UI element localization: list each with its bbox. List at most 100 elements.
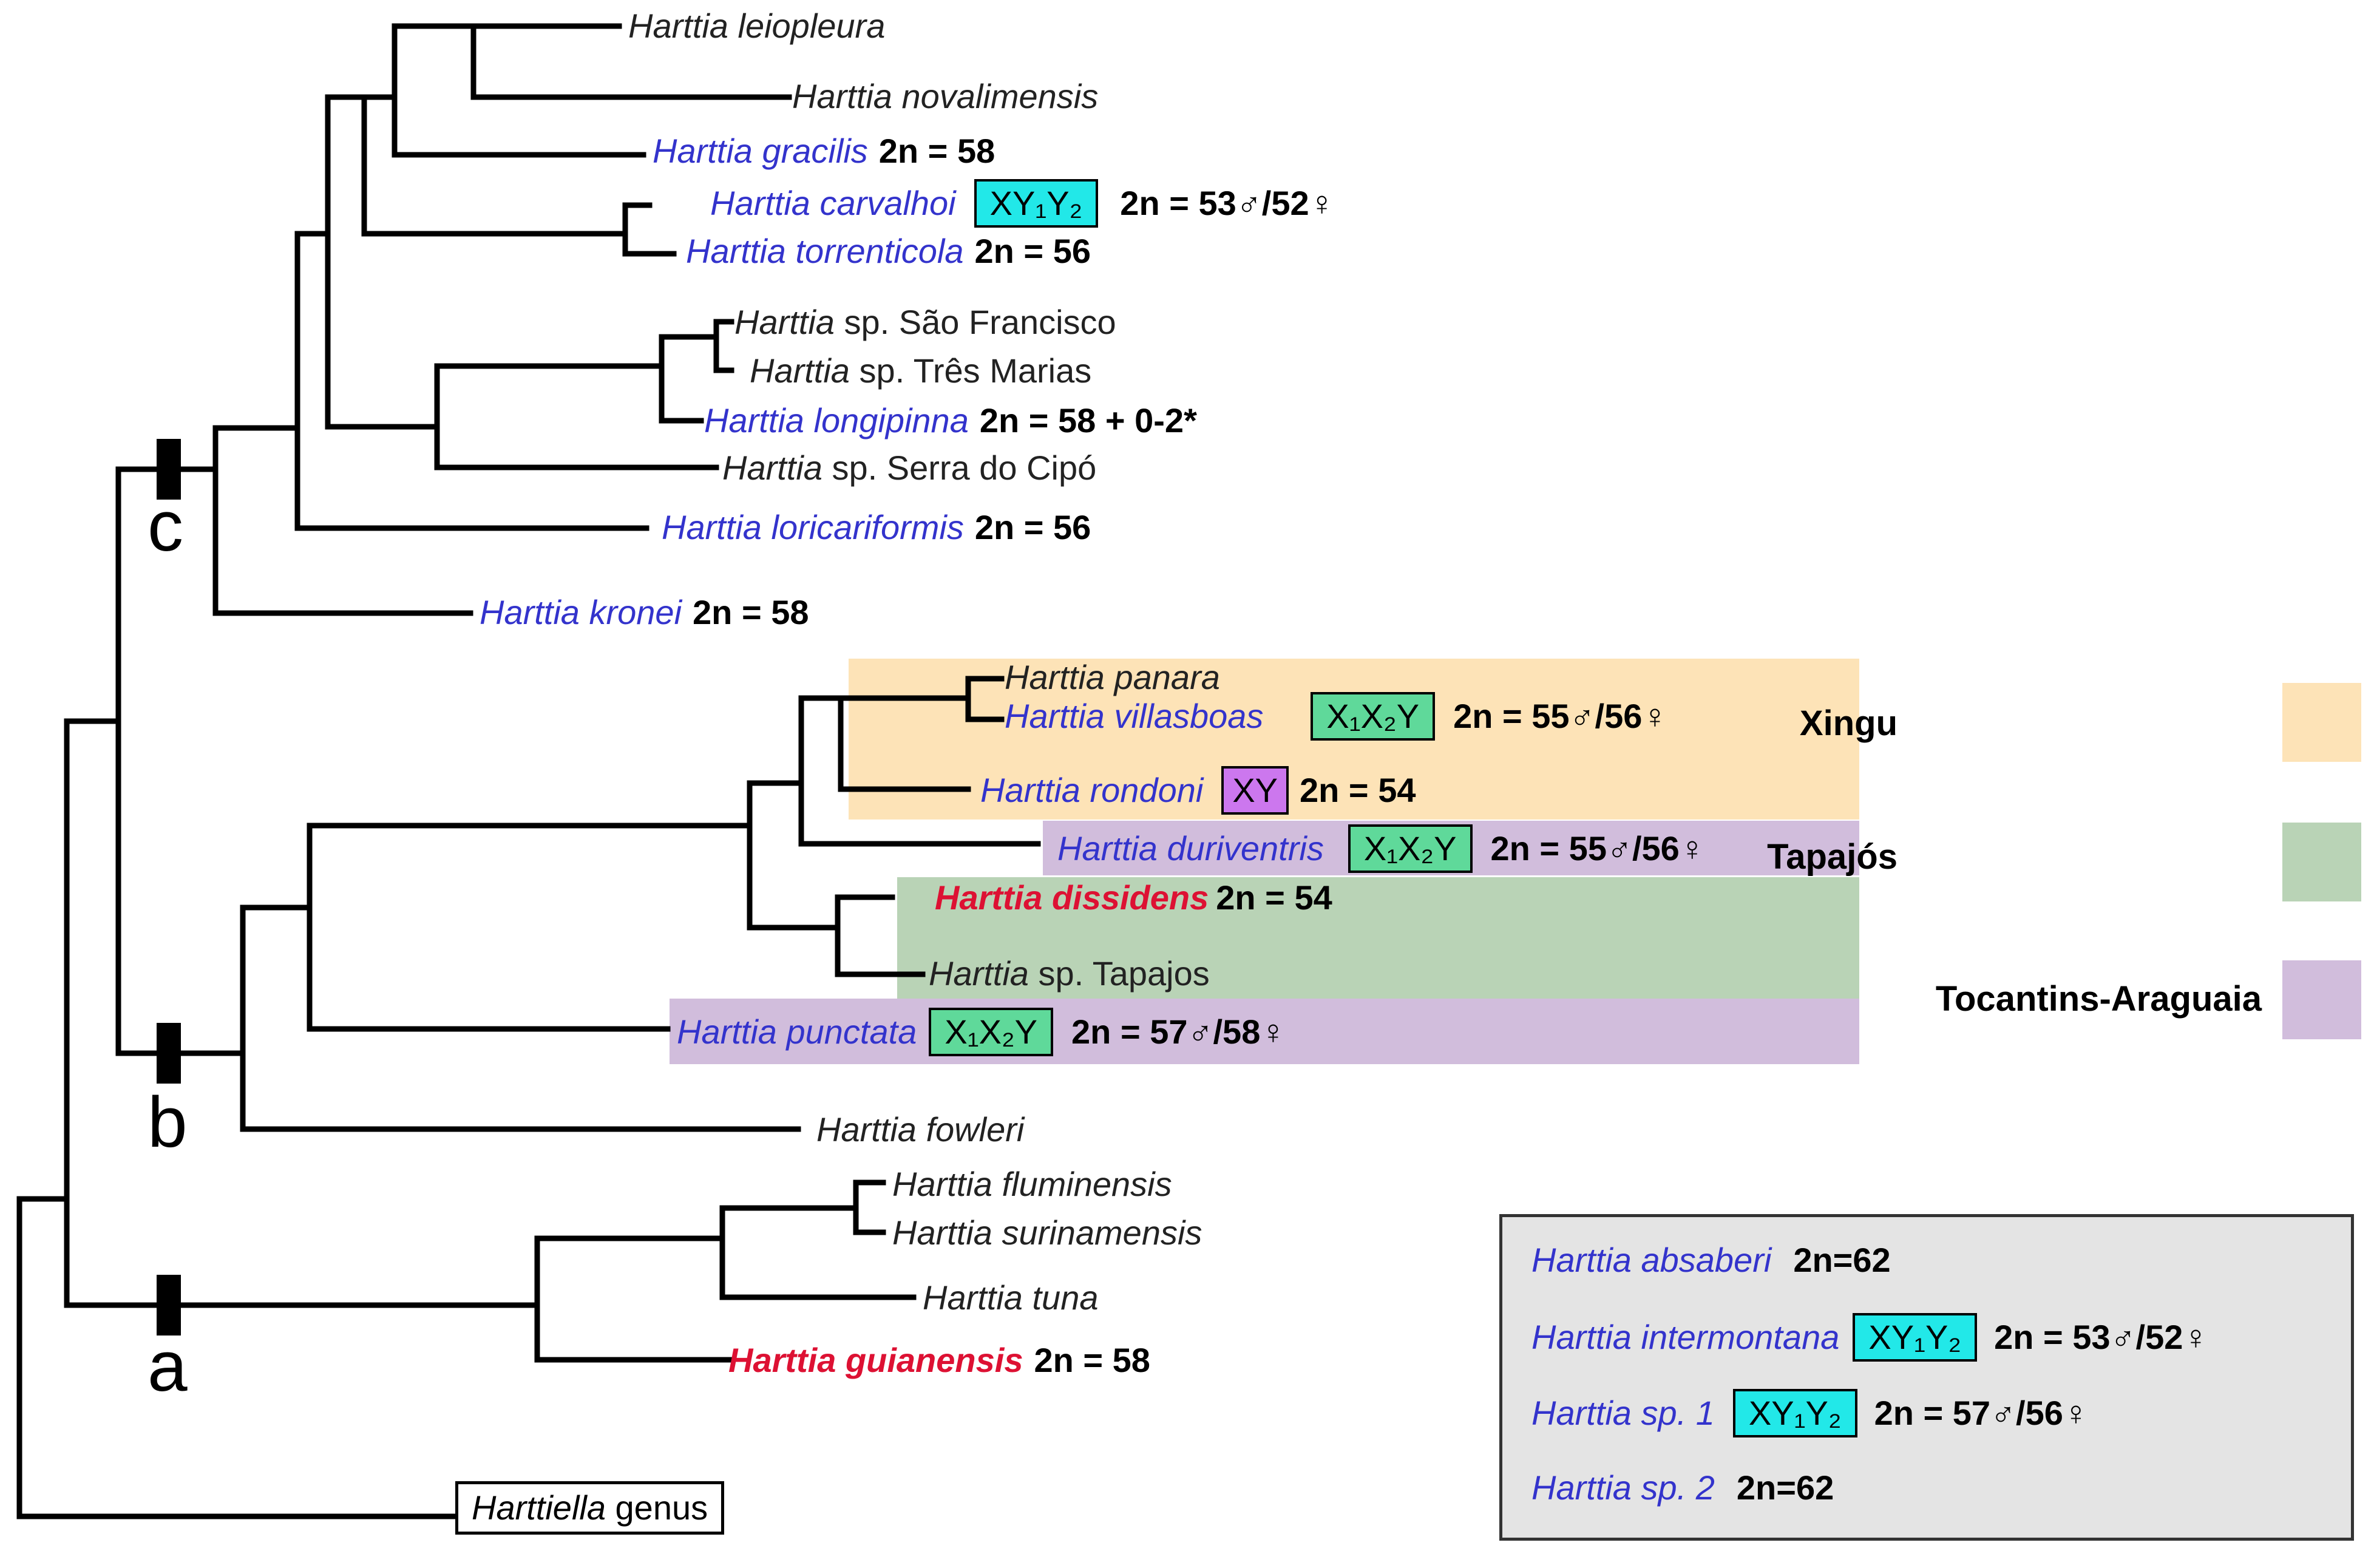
node-label-b: b <box>148 1082 188 1162</box>
species-name: Harttia intermontana <box>1531 1318 1840 1356</box>
species-descriptor: sp. Tapajos <box>1038 954 1210 993</box>
branch <box>307 823 753 911</box>
taxon-harttia-carvalhoi: Harttia carvalhoi XY₁Y₂ 2n = 53♂/52♀ <box>710 179 1335 228</box>
branch <box>212 466 473 616</box>
chromosome-count: 2n = 53♂/52♀ <box>1994 1318 2209 1356</box>
chromosome-count: 2n = 58 + 0-2* <box>979 401 1197 440</box>
branch <box>622 202 677 257</box>
sex-chromosome-system-badge: X₁X₂Y <box>1311 692 1436 741</box>
taxon-harttia-surinamensis: Harttia surinamensis <box>892 1214 1202 1252</box>
chromosome-count: 2n = 56 <box>974 232 1091 270</box>
branch <box>713 319 734 373</box>
branch <box>835 894 926 977</box>
branch <box>719 1205 917 1300</box>
chromosome-count: 2n = 54 <box>1300 771 1416 809</box>
node-bar-c <box>157 439 181 500</box>
branch <box>325 231 440 430</box>
species-descriptor: sp. Serra do Cipó <box>832 449 1097 487</box>
branch <box>470 23 792 100</box>
branch <box>798 780 1041 847</box>
outgroup-genus: Harttiella <box>472 1488 606 1527</box>
branch <box>307 904 671 1032</box>
unplaced-species-box: Harttia absaberi 2n=62 Harttia intermonta… <box>1499 1214 2354 1541</box>
node-label-a: a <box>148 1326 188 1407</box>
branch <box>747 823 841 931</box>
taxon-harttia-sp-tapajos: Harttia sp. Tapajos <box>929 955 1210 993</box>
tree-branches <box>16 23 1041 1519</box>
species-name: Harttia punctata <box>677 1013 917 1051</box>
species-name: Harttia guianensis <box>728 1341 1023 1379</box>
species-descriptor: sp. Três Marias <box>859 351 1092 390</box>
legend-label-xingu: Xingu <box>1799 704 1898 743</box>
outgroup-box: Harttiella genus <box>455 1481 725 1535</box>
sex-chromosome-system-badge: XY₁Y₂ <box>1732 1389 1857 1437</box>
branch <box>534 1235 734 1363</box>
genus-name: Harttia <box>722 449 822 487</box>
species-name: Harttia loricariformis <box>662 508 964 546</box>
taxon-harttia-punctata: Harttia punctata X₁X₂Y 2n = 57♂/58♀ <box>677 1008 1286 1056</box>
legend-label-tapajos: Tapajós <box>1767 837 1898 877</box>
branch <box>294 425 649 531</box>
taxon-harttia-panara: Harttia panara <box>1005 659 1220 696</box>
species-name: Harttia fowleri <box>816 1110 1025 1149</box>
taxon-harttia-sp-serra-do-cipo: Harttia sp. Serra do Cipó <box>722 449 1096 487</box>
taxon-harttia-sp-sao-francisco: Harttia sp. São Francisco <box>734 304 1116 341</box>
species-epithet: novalimensis <box>901 77 1099 115</box>
branch <box>240 904 313 1056</box>
species-name: Harttia surinamensis <box>892 1213 1202 1252</box>
branch <box>325 94 367 237</box>
inset-row: Harttia absaberi 2n=62 <box>1531 1241 1891 1279</box>
inset-row: Harttia intermontana XY₁Y₂ 2n = 53♂/52♀ <box>1531 1313 2208 1362</box>
chromosome-count: 2n = 57♂/58♀ <box>1071 1013 1286 1051</box>
chromosome-count: 2n = 53♂/52♀ <box>1120 184 1335 222</box>
species-name: Harttia gracilis <box>653 132 868 170</box>
chromosome-count: 2n = 58 <box>878 132 995 170</box>
species-descriptor: sp. São Francisco <box>844 303 1116 341</box>
genus-name: Harttia <box>750 351 850 390</box>
taxon-harttia-leiopleura: Harttia leiopleura <box>628 7 885 45</box>
taxon-harttia-fluminensis: Harttia fluminensis <box>892 1166 1172 1203</box>
species-name: Harttia absaberi <box>1531 1241 1772 1279</box>
legend-label-tocantins-araguaia: Tocantins-Araguaia <box>1935 979 2262 1019</box>
sex-chromosome-system-badge: XY₁Y₂ <box>1853 1313 1978 1362</box>
sex-chromosome-system-badge: XY₁Y₂ <box>974 179 1099 228</box>
species-name: Harttia duriventris <box>1057 829 1324 867</box>
node-label-c: c <box>148 486 183 566</box>
chromosome-count: 2n=62 <box>1736 1468 1834 1507</box>
branch <box>965 676 1005 722</box>
species-name: Harttia longipinna <box>704 401 969 440</box>
sex-chromosome-system-badge: X₁X₂Y <box>929 1008 1054 1056</box>
branch <box>838 695 971 792</box>
sex-chromosome-system-badge: X₁X₂Y <box>1348 824 1473 873</box>
chromosome-count: 2n = 55♂/56♀ <box>1453 697 1668 735</box>
region-band-tapajos <box>897 877 1859 999</box>
chromosome-count: 2n = 56 <box>974 508 1091 546</box>
taxon-harttia-gracilis: Harttia gracilis 2n = 58 <box>653 132 995 170</box>
species-epithet: leiopleura <box>738 7 886 45</box>
node-bar-b <box>157 1023 181 1084</box>
chromosome-count: 2n = 55♂/56♀ <box>1490 829 1705 867</box>
chromosome-count: 2n=62 <box>1793 1241 1891 1279</box>
branch <box>434 363 719 470</box>
taxon-harttia-fowleri: Harttia fowleri <box>816 1111 1024 1149</box>
species-name: Harttia kronei <box>480 593 682 631</box>
region-band-tocantins-punctata <box>670 999 1859 1064</box>
branch <box>16 1196 464 1519</box>
genus-name: Harttia <box>792 77 892 115</box>
genus-name: Harttia <box>628 7 728 45</box>
genus-name: Harttia <box>734 303 835 341</box>
species-name: Harttia carvalhoi <box>710 184 956 222</box>
chromosome-count: 2n = 57♂/56♀ <box>1874 1394 2089 1432</box>
legend-swatch-tocantins-araguaia <box>2282 960 2361 1039</box>
taxon-harttia-loricariformis: Harttia loricariformis 2n = 56 <box>662 509 1091 546</box>
node-bar-a <box>157 1275 181 1336</box>
branch <box>392 23 646 158</box>
taxon-harttia-longipinna: Harttia longipinna 2n = 58 + 0-2* <box>704 402 1197 440</box>
